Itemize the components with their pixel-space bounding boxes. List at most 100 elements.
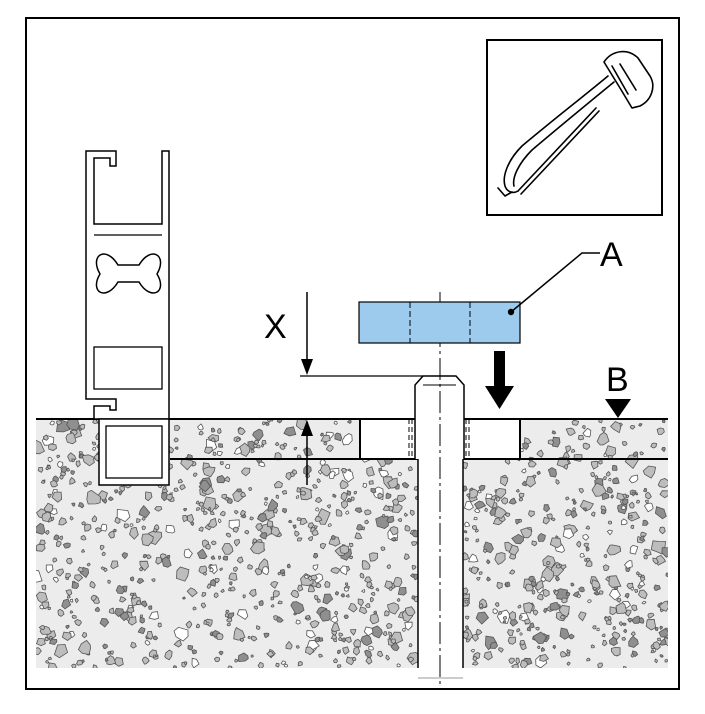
- aggregate-stone: [519, 640, 526, 646]
- aggregate-stone: [472, 525, 478, 531]
- aggregate-stone: [287, 519, 293, 524]
- aggregate-stone: [585, 525, 590, 530]
- aggregate-stone: [536, 470, 541, 475]
- aggregate-stone: [135, 600, 142, 606]
- aggregate-stone: [218, 443, 224, 448]
- aggregate-stone: [66, 467, 71, 472]
- aggregate-stone: [411, 595, 416, 600]
- aggregate-stone: [263, 501, 268, 507]
- aggregate-stone: [368, 480, 374, 485]
- aggregate-stone: [290, 589, 300, 599]
- aggregate-stone: [381, 514, 386, 518]
- aggregate-stone: [515, 657, 521, 665]
- aggregate-stone: [661, 547, 668, 558]
- aggregate-stone: [638, 423, 643, 427]
- aggregate-stone: [475, 611, 490, 625]
- aggregate-stone: [94, 606, 101, 612]
- aggregate-stone: [224, 613, 229, 618]
- aggregate-stone: [645, 618, 657, 631]
- aggregate-stone: [320, 434, 331, 443]
- aggregate-stone: [364, 603, 371, 608]
- aggregate-stone: [114, 489, 119, 494]
- aggregate-stone: [256, 513, 268, 523]
- aggregate-stone: [84, 523, 92, 532]
- aggregate-stone: [608, 575, 622, 588]
- aggregate-stone: [270, 580, 279, 589]
- aggregate-stone: [366, 466, 375, 477]
- aggregate-stone: [57, 608, 65, 617]
- aggregate-stone: [340, 593, 345, 598]
- aggregate-stone: [237, 652, 249, 663]
- aggregate-stone: [590, 460, 599, 470]
- aggregate-stone: [478, 571, 483, 575]
- aggregate-stone: [205, 543, 211, 550]
- aggregate-stone: [577, 594, 581, 598]
- aggregate-stone: [206, 583, 212, 589]
- aggregate-stone: [81, 521, 86, 526]
- aggregate-stone: [565, 427, 576, 436]
- aggregate-stone: [198, 480, 211, 493]
- aggregate-stone: [602, 564, 610, 572]
- aggregate-stone: [141, 525, 146, 530]
- aggregate-stone: [601, 633, 606, 638]
- aggregate-stone: [77, 639, 92, 655]
- aggregate-stone: [411, 564, 417, 570]
- aggregate-stone: [525, 476, 536, 488]
- aggregate-stone: [259, 532, 268, 540]
- aggregate-stone: [495, 487, 507, 499]
- aggregate-stone: [473, 500, 487, 509]
- aggregate-stone: [576, 540, 582, 548]
- rail-bottom-box-inner: [105, 425, 163, 479]
- aggregate-stone: [69, 598, 74, 603]
- aggregate-stone: [279, 569, 286, 574]
- aggregate-stone: [217, 428, 222, 434]
- aggregate-stone: [66, 557, 73, 565]
- aggregate-stone: [265, 421, 270, 426]
- aggregate-stone: [230, 586, 236, 592]
- aggregate-stone: [225, 532, 232, 538]
- aggregate-stone: [368, 645, 374, 651]
- aggregate-stone: [39, 604, 45, 610]
- aggregate-stone: [657, 637, 662, 642]
- aggregate-stone: [484, 635, 498, 651]
- aggregate-stone: [578, 488, 584, 494]
- aggregate-stone: [563, 464, 569, 470]
- aggregate-stone: [213, 592, 219, 599]
- aggregate-stone: [573, 454, 583, 462]
- aggregate-stone: [139, 616, 145, 624]
- aggregate-stone: [119, 596, 127, 603]
- aggregate-stone: [316, 598, 321, 603]
- aggregate-stone: [276, 616, 284, 623]
- aggregate-stone: [639, 535, 645, 542]
- aggregate-stone: [603, 476, 607, 481]
- aggregate-stone: [502, 615, 508, 620]
- aggregate-stone: [79, 423, 86, 430]
- aggregate-stone: [252, 538, 258, 543]
- aggregate-stone: [146, 630, 154, 640]
- aggregate-stone: [244, 529, 250, 535]
- aggregate-stone: [130, 641, 137, 649]
- aggregate-stone: [345, 582, 349, 586]
- aggregate-stone: [270, 604, 275, 608]
- aggregate-stone: [38, 624, 46, 631]
- aggregate-stone: [401, 482, 410, 489]
- aggregate-stone: [66, 419, 80, 431]
- aggregate-stone: [638, 589, 648, 600]
- aggregate-stone: [384, 580, 393, 590]
- aggregate-stone: [135, 518, 141, 523]
- aggregate-stone: [659, 526, 666, 535]
- aggregate-stone: [138, 504, 151, 518]
- aggregate-stone: [661, 419, 666, 424]
- aggregate-stone: [210, 511, 215, 516]
- aggregate-stone: [89, 580, 96, 589]
- aggregate-stone: [45, 466, 49, 471]
- aggregate-stone: [43, 502, 54, 513]
- aggregate-stone: [476, 576, 481, 581]
- aggregate-stone: [504, 582, 509, 588]
- aggregate-stone: [314, 636, 321, 643]
- aggregate-stone: [41, 511, 52, 523]
- aggregate-stone: [196, 623, 200, 629]
- aggregate-stone: [495, 496, 501, 502]
- aggregate-stone: [161, 556, 172, 568]
- aggregate-stone: [55, 540, 62, 548]
